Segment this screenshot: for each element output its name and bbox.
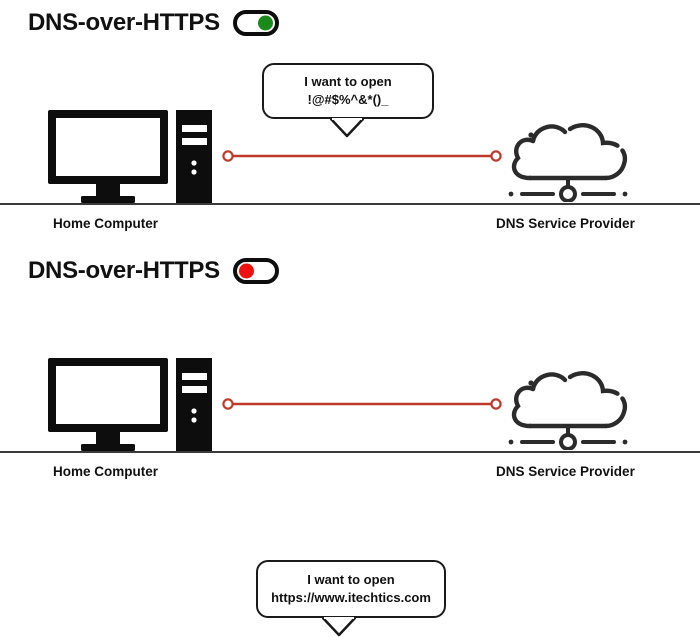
caption-dns-service-provider: DNS Service Provider [496,216,635,231]
caption-dns-service-provider: DNS Service Provider [496,464,635,479]
desktop-computer-icon [45,356,213,457]
desktop-computer-icon [45,108,213,209]
panel-title: DNS-over-HTTPS [28,9,220,36]
bubble-line-2: !@#$%^&*()_ [307,92,389,107]
caption-home-computer: Home Computer [53,216,159,231]
ground-line [0,451,700,453]
cloud-network-icon [498,358,648,455]
panel-doh-disabled: DNS-over-HTTPS [0,248,700,637]
cloud-network-icon [498,110,648,207]
toggle-knob [238,263,254,279]
speech-bubble-tail [330,118,364,138]
doh-toggle-switch[interactable] [232,10,279,36]
heading-row-doh-disabled: DNS-over-HTTPS [28,258,279,284]
toggle-knob [257,15,273,31]
doh-toggle-switch[interactable] [232,258,279,284]
ground-line [0,203,700,205]
caption-home-computer: Home Computer [53,464,159,479]
panel-title: DNS-over-HTTPS [28,257,220,284]
bubble-line-2: https://www.itechtics.com [271,590,431,605]
bubble-line-1: I want to open [307,572,395,588]
dns-query-link-line [222,148,502,169]
panel-doh-enabled: DNS-over-HTTPS [0,0,700,248]
bubble-line-1: I want to open [304,74,392,90]
dns-query-link-line [222,396,502,417]
speech-bubble-tail [322,617,356,637]
speech-bubble-plaintext: I want to open https://www.itechtics.com [256,560,446,637]
heading-row-doh-enabled: DNS-over-HTTPS [28,10,279,36]
speech-bubble-encrypted: I want to open !@#$%^&*()_ [262,63,434,138]
